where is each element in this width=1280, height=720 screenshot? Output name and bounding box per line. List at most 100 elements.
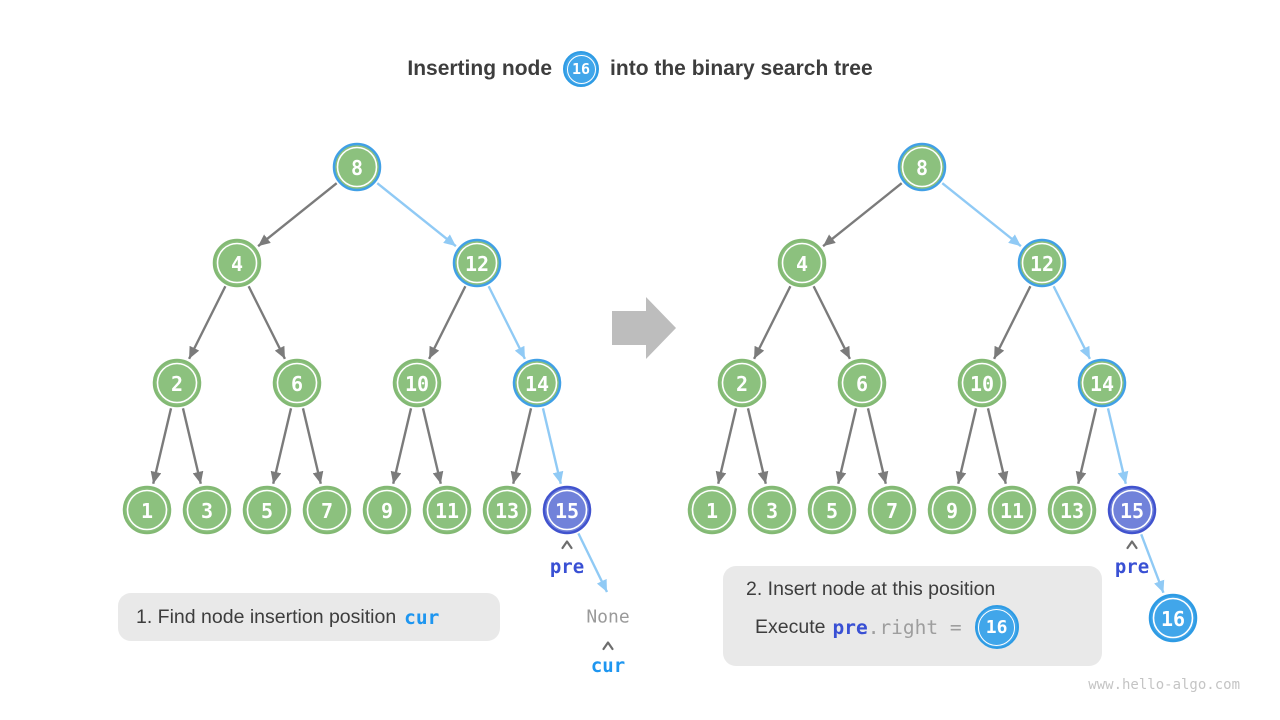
edge-15-16 bbox=[1140, 533, 1165, 594]
edge-4-6 bbox=[247, 285, 286, 360]
edge-2-3 bbox=[181, 408, 204, 484]
node-value: 2 bbox=[171, 372, 183, 396]
title-prefix: Inserting node bbox=[407, 57, 553, 80]
caption-step2: 2. Insert node at this position Execute … bbox=[723, 566, 1102, 666]
caption-step2-code-pre: pre bbox=[832, 615, 868, 639]
tree-node-13: 13 bbox=[482, 485, 532, 535]
node-value: 13 bbox=[1060, 499, 1084, 523]
tree-node-5: 5 bbox=[242, 485, 292, 535]
edge-14-13 bbox=[1075, 408, 1098, 484]
tree-node-11: 11 bbox=[987, 485, 1037, 535]
node-value: 4 bbox=[231, 252, 243, 276]
caret-up-icon bbox=[1126, 540, 1138, 550]
edge-10-11 bbox=[421, 408, 444, 484]
label-pre: pre bbox=[1115, 556, 1149, 578]
edge-4-2 bbox=[753, 285, 792, 360]
caption-step2-prefix: Execute bbox=[755, 615, 826, 638]
node-value: 10 bbox=[405, 372, 429, 396]
edge-14-13 bbox=[510, 408, 533, 484]
tree-node-7: 7 bbox=[302, 485, 352, 535]
node-value: 2 bbox=[736, 372, 748, 396]
edge-6-5 bbox=[835, 408, 858, 484]
edge-8-4 bbox=[822, 182, 903, 248]
edge-10-9 bbox=[390, 408, 413, 484]
edge-6-7 bbox=[866, 408, 889, 484]
tree-node-1: 1 bbox=[687, 485, 737, 535]
node-value: 10 bbox=[970, 372, 994, 396]
edge-2-1 bbox=[150, 408, 173, 484]
node-value: 14 bbox=[1090, 372, 1114, 396]
tree-node-4: 4 bbox=[777, 238, 827, 288]
node-value: 7 bbox=[886, 499, 898, 523]
tree-node-8: 8 bbox=[332, 142, 382, 192]
caret-up-icon bbox=[561, 540, 573, 550]
caption-step1-code-cur: cur bbox=[404, 605, 440, 629]
node-value: 6 bbox=[291, 372, 303, 396]
watermark: www.hello-algo.com bbox=[1088, 677, 1240, 693]
tree-node-15: 15 bbox=[542, 485, 592, 535]
title-node-16: 16 bbox=[563, 51, 600, 87]
tree-node-12: 12 bbox=[1017, 238, 1067, 288]
node-value: 6 bbox=[856, 372, 868, 396]
caption-step2-code-right: .right = bbox=[867, 615, 962, 639]
transition-arrow-icon bbox=[612, 297, 676, 359]
tree-node-12: 12 bbox=[452, 238, 502, 288]
edge-6-7 bbox=[301, 408, 324, 484]
edge-10-11 bbox=[986, 408, 1009, 484]
caption-step2-node-16: 16 bbox=[974, 605, 1019, 649]
edge-14-15 bbox=[541, 408, 564, 484]
edge-8-12 bbox=[376, 182, 457, 248]
edge-2-3 bbox=[746, 408, 769, 484]
tree-node-3: 3 bbox=[182, 485, 232, 535]
edge-12-14 bbox=[487, 285, 526, 360]
node-value: 12 bbox=[465, 252, 489, 276]
node-value: 11 bbox=[435, 499, 459, 523]
label-pre: pre bbox=[550, 556, 584, 578]
edge-15-none bbox=[577, 532, 609, 593]
node-value: 8 bbox=[351, 156, 363, 180]
edge-4-6 bbox=[812, 285, 851, 360]
tree-node-3: 3 bbox=[747, 485, 797, 535]
tree-node-13: 13 bbox=[1047, 485, 1097, 535]
tree-node-4: 4 bbox=[212, 238, 262, 288]
edge-12-14 bbox=[1052, 285, 1091, 360]
node-value: 5 bbox=[826, 499, 838, 523]
caption-step2-node-value: 16 bbox=[985, 616, 1008, 638]
tree-node-10: 10 bbox=[392, 358, 442, 408]
tree-node-6: 6 bbox=[837, 358, 887, 408]
caption-step2-line1: 2. Insert node at this position bbox=[746, 578, 996, 600]
edge-10-9 bbox=[955, 408, 978, 484]
tree-node-7: 7 bbox=[867, 485, 917, 535]
node-value: 15 bbox=[1120, 499, 1144, 523]
node-value: 5 bbox=[261, 499, 273, 523]
tree-node-11: 11 bbox=[422, 485, 472, 535]
tree-node-15: 15 bbox=[1107, 485, 1157, 535]
edge-8-4 bbox=[257, 182, 338, 248]
edge-12-10 bbox=[428, 285, 467, 360]
tree-node-1: 1 bbox=[122, 485, 172, 535]
title-suffix: into the binary search tree bbox=[610, 57, 873, 80]
node-value: 1 bbox=[706, 499, 718, 523]
title-node-value: 16 bbox=[572, 60, 591, 78]
node-value: 13 bbox=[495, 499, 519, 523]
node-value: 8 bbox=[916, 156, 928, 180]
node-value: 9 bbox=[946, 499, 958, 523]
tree-node-14: 14 bbox=[1077, 358, 1127, 408]
caption-step1-text: 1. Find node insertion position bbox=[136, 605, 397, 628]
tree-node-14: 14 bbox=[512, 358, 562, 408]
node-value: 15 bbox=[555, 499, 579, 523]
node-value: 7 bbox=[321, 499, 333, 523]
page-title: Inserting node 16 into the binary search… bbox=[0, 51, 1280, 87]
tree-node-10: 10 bbox=[957, 358, 1007, 408]
tree-node-2: 2 bbox=[152, 358, 202, 408]
node-value: 3 bbox=[201, 499, 213, 523]
caret-up-icon bbox=[602, 641, 614, 651]
label-cur: cur bbox=[591, 655, 625, 677]
node-value: 3 bbox=[766, 499, 778, 523]
tree-node-2: 2 bbox=[717, 358, 767, 408]
label-none: None bbox=[586, 607, 629, 628]
